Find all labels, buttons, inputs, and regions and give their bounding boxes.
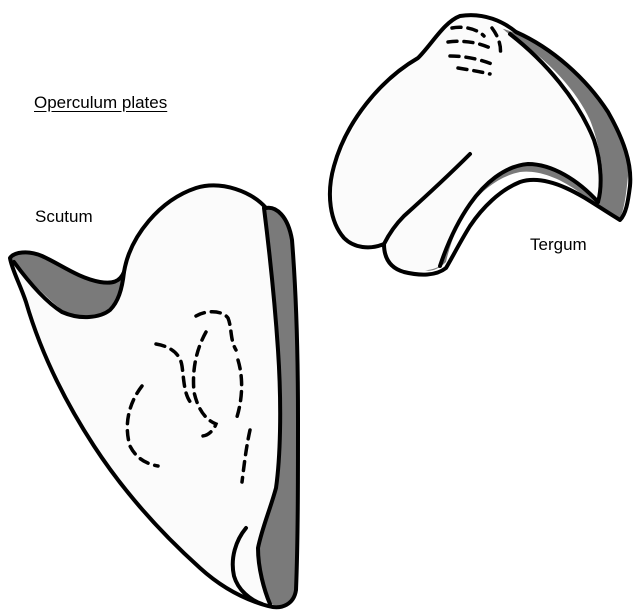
figure-title: Operculum plates [34,94,167,111]
scutum-label: Scutum [35,208,93,225]
tergum-label: Tergum [530,236,587,253]
scutum-plate [10,185,298,607]
